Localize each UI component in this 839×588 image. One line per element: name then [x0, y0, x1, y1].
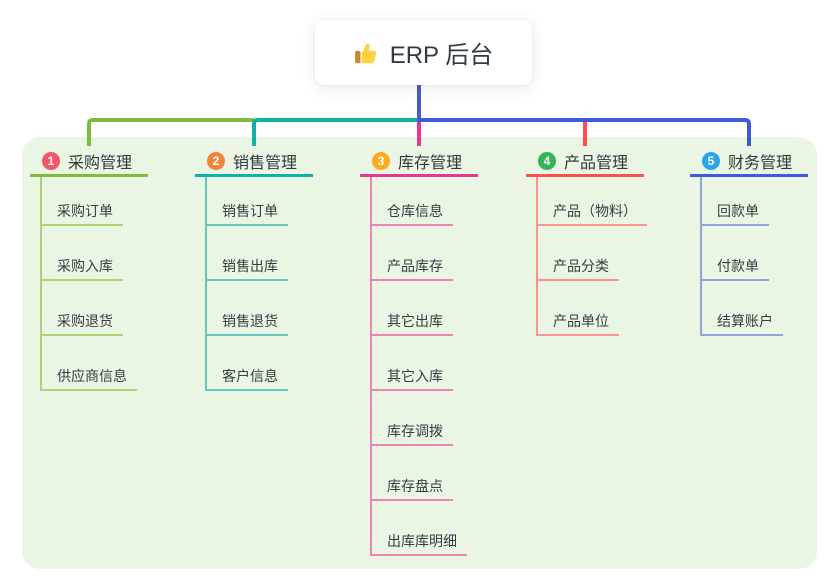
child-node-label: 客户信息 [222, 368, 278, 384]
branch-children: 采购订单采购入库采购退货供应商信息 [40, 177, 137, 391]
child-node-label: 产品库存 [387, 258, 443, 274]
child-node[interactable]: 结算账户 [702, 281, 783, 336]
branches-background-panel [22, 137, 817, 569]
child-node-label: 销售订单 [222, 203, 278, 219]
child-node[interactable]: 销售订单 [207, 177, 288, 226]
child-node-label: 仓库信息 [387, 203, 443, 219]
child-node-label: 产品（物料） [553, 203, 637, 219]
child-node[interactable]: 库存调拨 [372, 391, 453, 446]
branch-title[interactable]: 2 销售管理 [195, 148, 313, 177]
child-node-label: 采购退货 [57, 313, 113, 329]
branch: 1 采购管理 采购订单采购入库采购退货供应商信息 [30, 148, 148, 391]
branch-number-badge: 2 [207, 152, 225, 170]
branch-title-label: 库存管理 [398, 155, 463, 172]
branch: 3 库存管理 仓库信息产品库存其它出库其它入库库存调拨库存盘点出库库明细 [360, 148, 478, 556]
child-node[interactable]: 采购入库 [42, 226, 123, 281]
child-node-label: 采购入库 [57, 258, 113, 274]
child-node[interactable]: 销售退货 [207, 281, 288, 336]
child-node[interactable]: 产品（物料） [538, 177, 647, 226]
branch: 5 财务管理 回款单付款单结算账户 [690, 148, 808, 336]
branch: 2 销售管理 销售订单销售出库销售退货客户信息 [195, 148, 313, 391]
branch-title-label: 产品管理 [564, 155, 629, 172]
child-node[interactable]: 采购订单 [42, 177, 123, 226]
branch-title-label: 采购管理 [68, 155, 133, 172]
root-node[interactable]: ERP 后台 [315, 20, 532, 85]
child-node-label: 其它出库 [387, 313, 443, 329]
child-node-label: 付款单 [717, 258, 759, 274]
child-node[interactable]: 产品库存 [372, 226, 453, 281]
child-node[interactable]: 出库库明细 [372, 501, 467, 556]
child-node[interactable]: 供应商信息 [42, 336, 137, 391]
child-node[interactable]: 其它入库 [372, 336, 453, 391]
branch-number-badge: 1 [42, 152, 60, 170]
branch-title[interactable]: 3 库存管理 [360, 148, 478, 177]
child-node[interactable]: 付款单 [702, 226, 769, 281]
branch-title-label: 销售管理 [233, 155, 298, 172]
branch-children: 回款单付款单结算账户 [700, 177, 783, 336]
branch-number-badge: 4 [538, 152, 556, 170]
child-node-label: 采购订单 [57, 203, 113, 219]
child-node[interactable]: 产品单位 [538, 281, 619, 336]
child-node[interactable]: 仓库信息 [372, 177, 453, 226]
branch: 4 产品管理 产品（物料） 产品分类产品单位 [526, 148, 647, 336]
child-node-label: 供应商信息 [57, 368, 127, 384]
branch-title[interactable]: 1 采购管理 [30, 148, 148, 177]
child-node[interactable]: 库存盘点 [372, 446, 453, 501]
child-node-label: 回款单 [717, 203, 759, 219]
thumbs-up-icon [354, 40, 380, 66]
branch-children: 仓库信息产品库存其它出库其它入库库存调拨库存盘点出库库明细 [370, 177, 467, 556]
child-node[interactable]: 采购退货 [42, 281, 123, 336]
child-node[interactable]: 客户信息 [207, 336, 288, 391]
child-node-label: 其它入库 [387, 368, 443, 384]
child-node-label: 库存调拨 [387, 423, 443, 439]
child-node-label: 出库库明细 [387, 533, 457, 549]
child-node-label: 库存盘点 [387, 478, 443, 494]
child-node-label: 销售退货 [222, 313, 278, 329]
child-node[interactable]: 产品分类 [538, 226, 619, 281]
child-node-label: 结算账户 [717, 313, 773, 329]
root-label: ERP 后台 [389, 42, 494, 69]
branch-title[interactable]: 5 财务管理 [690, 148, 808, 177]
branch-children: 销售订单销售出库销售退货客户信息 [205, 177, 288, 391]
child-node[interactable]: 回款单 [702, 177, 769, 226]
branch-number-badge: 3 [372, 152, 390, 170]
branch-children: 产品（物料） 产品分类产品单位 [536, 177, 647, 336]
child-node-label: 产品单位 [553, 313, 609, 329]
child-node[interactable]: 销售出库 [207, 226, 288, 281]
child-node[interactable]: 其它出库 [372, 281, 453, 336]
branch-title[interactable]: 4 产品管理 [526, 148, 644, 177]
branch-title-label: 财务管理 [728, 155, 793, 172]
child-node-label: 销售出库 [222, 258, 278, 274]
branch-number-badge: 5 [702, 152, 720, 170]
child-node-label: 产品分类 [553, 258, 609, 274]
